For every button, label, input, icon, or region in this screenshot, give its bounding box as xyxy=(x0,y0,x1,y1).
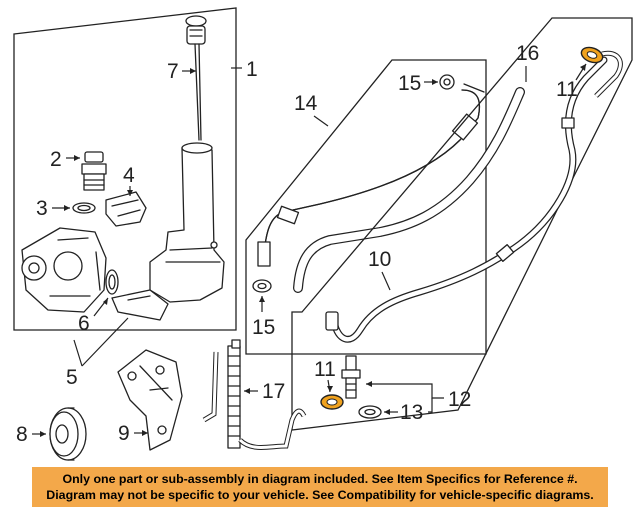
callout-10: 10 xyxy=(368,248,391,291)
reservoir xyxy=(111,142,225,321)
power-steering-pump xyxy=(21,227,107,313)
callout-8: 8 xyxy=(16,423,46,446)
seal-part-13 xyxy=(358,405,382,419)
callout-6: 6 xyxy=(78,297,109,335)
callout-2: 2 xyxy=(50,148,80,171)
oring-part-3 xyxy=(72,202,96,214)
callout-11a: 11 xyxy=(556,63,587,101)
pulley-part-8 xyxy=(49,407,87,461)
callout-1: 1 xyxy=(231,58,258,81)
svg-text:17: 17 xyxy=(262,380,285,403)
pressure-hose-part-14 xyxy=(257,83,485,267)
reservoir-cap-dipstick xyxy=(185,15,207,141)
svg-text:16: 16 xyxy=(516,42,539,65)
seal-part-15-lower xyxy=(252,279,272,293)
clip-part-4 xyxy=(105,191,147,227)
svg-text:9: 9 xyxy=(118,422,130,445)
callout-7: 7 xyxy=(167,60,196,83)
svg-text:6: 6 xyxy=(78,312,90,335)
callout-15b: 15 xyxy=(252,296,275,339)
svg-text:11: 11 xyxy=(556,78,578,101)
group-box-return-line xyxy=(291,17,633,431)
svg-text:12: 12 xyxy=(448,388,471,411)
callout-14: 14 xyxy=(294,92,329,127)
fitting-part-12 xyxy=(341,355,361,399)
callout-4: 4 xyxy=(123,164,135,196)
svg-text:8: 8 xyxy=(16,423,28,446)
fitting-part-2 xyxy=(81,151,107,191)
return-hose-part-16 xyxy=(293,87,525,293)
bracket-part-9 xyxy=(117,349,183,451)
svg-text:1: 1 xyxy=(246,58,258,81)
group-box-pump xyxy=(13,7,237,331)
svg-text:7: 7 xyxy=(167,60,179,83)
callout-11b: 11 xyxy=(314,358,336,393)
svg-text:10: 10 xyxy=(368,248,391,271)
svg-text:2: 2 xyxy=(50,148,62,171)
callout-16: 16 xyxy=(516,42,539,82)
highlighted-seal-part-11-lower xyxy=(320,394,344,410)
callout-15a: 15 xyxy=(398,72,438,95)
callout-13: 13 xyxy=(384,398,433,424)
seal-part-6 xyxy=(105,269,119,295)
callout-5: 5 xyxy=(66,317,129,389)
disclaimer-line-2: Diagram may not be specific to your vehi… xyxy=(46,488,594,502)
cooler-part-17 xyxy=(202,339,307,450)
disclaimer-banner: Only one part or sub-assembly in diagram… xyxy=(32,467,608,507)
svg-text:15: 15 xyxy=(252,316,275,339)
callout-9: 9 xyxy=(118,422,148,445)
svg-text:15: 15 xyxy=(398,72,421,95)
svg-text:4: 4 xyxy=(123,164,135,187)
svg-text:5: 5 xyxy=(66,366,78,389)
group-box-hose xyxy=(245,59,487,355)
highlighted-seal-part-11-upper xyxy=(580,46,604,64)
seal-part-15-upper xyxy=(439,74,455,90)
svg-text:14: 14 xyxy=(294,92,318,115)
return-line-part-10 xyxy=(325,50,623,343)
callout-17: 17 xyxy=(244,380,285,403)
svg-text:3: 3 xyxy=(36,197,48,220)
svg-text:11: 11 xyxy=(314,358,336,381)
callout-12: 12 xyxy=(366,381,471,411)
svg-text:13: 13 xyxy=(400,401,423,424)
callout-3: 3 xyxy=(36,197,70,220)
disclaimer-line-1: Only one part or sub-assembly in diagram… xyxy=(62,472,578,486)
